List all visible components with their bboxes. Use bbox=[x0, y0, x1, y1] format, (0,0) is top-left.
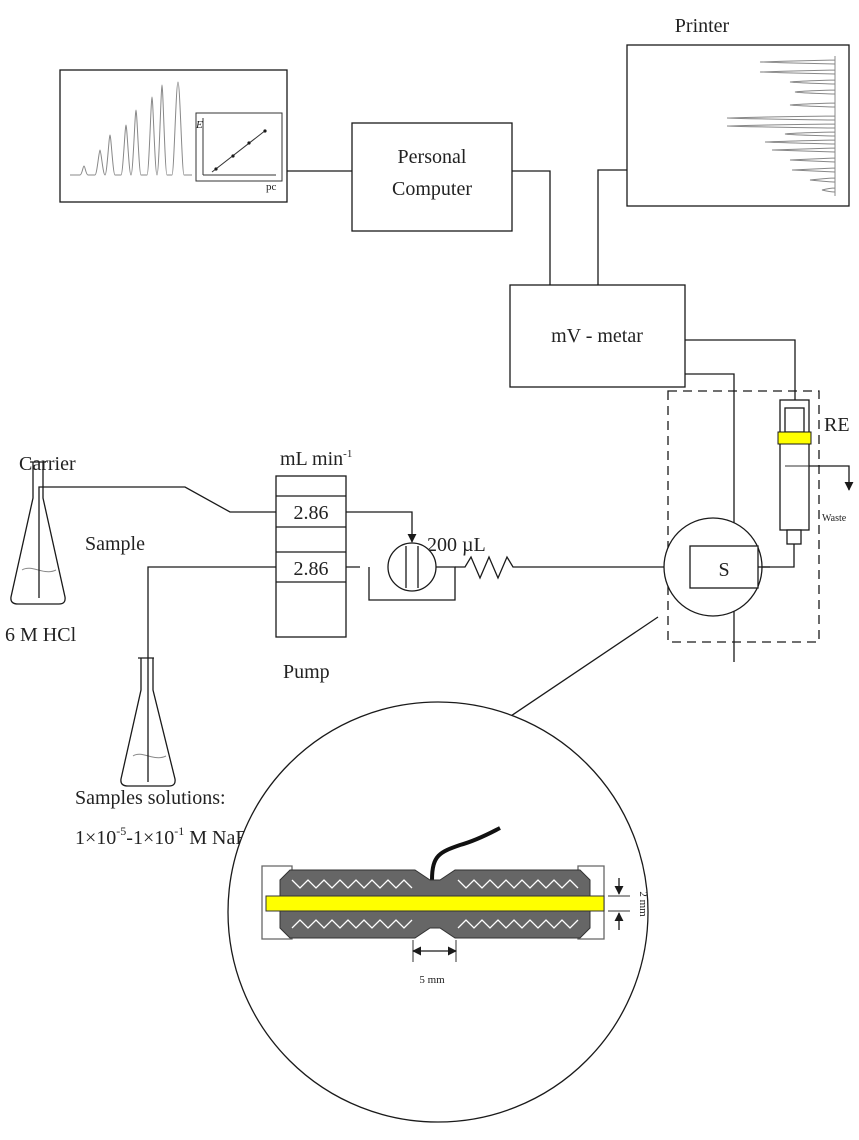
pc-label-line2: Computer bbox=[392, 178, 472, 200]
sample-rate: 2.86 bbox=[294, 558, 329, 580]
erlenmeyer-flask-icon bbox=[120, 657, 176, 787]
waste-label: Waste bbox=[822, 513, 847, 524]
monitor-peaks-icon bbox=[70, 81, 192, 176]
pc-label-line1: Personal bbox=[398, 146, 467, 168]
sample-label: Sample bbox=[85, 533, 145, 555]
printer-label: Printer bbox=[675, 15, 730, 37]
printer-trace-icon bbox=[726, 56, 836, 196]
sensor-assembly: S bbox=[663, 517, 770, 617]
axis-pc-label: pc bbox=[266, 181, 277, 193]
dim-5mm-label: 5 mm bbox=[419, 974, 445, 986]
sensor-label: S bbox=[718, 559, 729, 581]
carrier-rate: 2.86 bbox=[294, 502, 329, 524]
mixing-coil-icon bbox=[455, 555, 690, 580]
re-label: RE bbox=[824, 414, 850, 436]
reference-electrode-icon: Waste bbox=[752, 399, 854, 568]
mv-meter: mV - metar bbox=[509, 284, 686, 388]
electrode-frit bbox=[777, 431, 812, 445]
carrier-flask: Carrier 6 M HCl bbox=[5, 453, 417, 646]
cable-icon bbox=[430, 826, 501, 881]
flow-unit-label: mL min-1 bbox=[280, 448, 352, 470]
carrier-label: Carrier bbox=[19, 453, 76, 475]
printer: Printer bbox=[626, 15, 850, 207]
erlenmeyer-flask-icon bbox=[10, 461, 66, 605]
personal-computer: Personal Computer bbox=[351, 122, 513, 232]
injection-valve-icon: 200 µL bbox=[368, 534, 486, 601]
display-monitor: E pc bbox=[59, 69, 288, 203]
mv-meter-label: mV - metar bbox=[551, 325, 643, 347]
calibration-line bbox=[211, 129, 267, 173]
membrane-channel bbox=[265, 895, 605, 912]
detector-enclosure bbox=[667, 390, 820, 643]
reagent-label: 6 M HCl bbox=[5, 624, 77, 646]
peristaltic-pump: mL min-1 2.86 2.86 Pump bbox=[275, 448, 352, 683]
sample-flask: Sample bbox=[85, 533, 360, 787]
magnify-arrow bbox=[501, 616, 659, 723]
samples-solutions-label: Samples solutions: bbox=[75, 787, 226, 809]
concentration-range-label: 1×10-5-1×10-1 M NaF bbox=[75, 824, 246, 849]
magnified-sensor-detail: 2 mm 5 mm bbox=[227, 701, 649, 1123]
axis-e-label: E bbox=[195, 119, 203, 131]
pump-label: Pump bbox=[283, 661, 330, 683]
dim-2mm-label: 2 mm bbox=[637, 891, 649, 917]
loop-volume-label: 200 µL bbox=[427, 534, 486, 556]
